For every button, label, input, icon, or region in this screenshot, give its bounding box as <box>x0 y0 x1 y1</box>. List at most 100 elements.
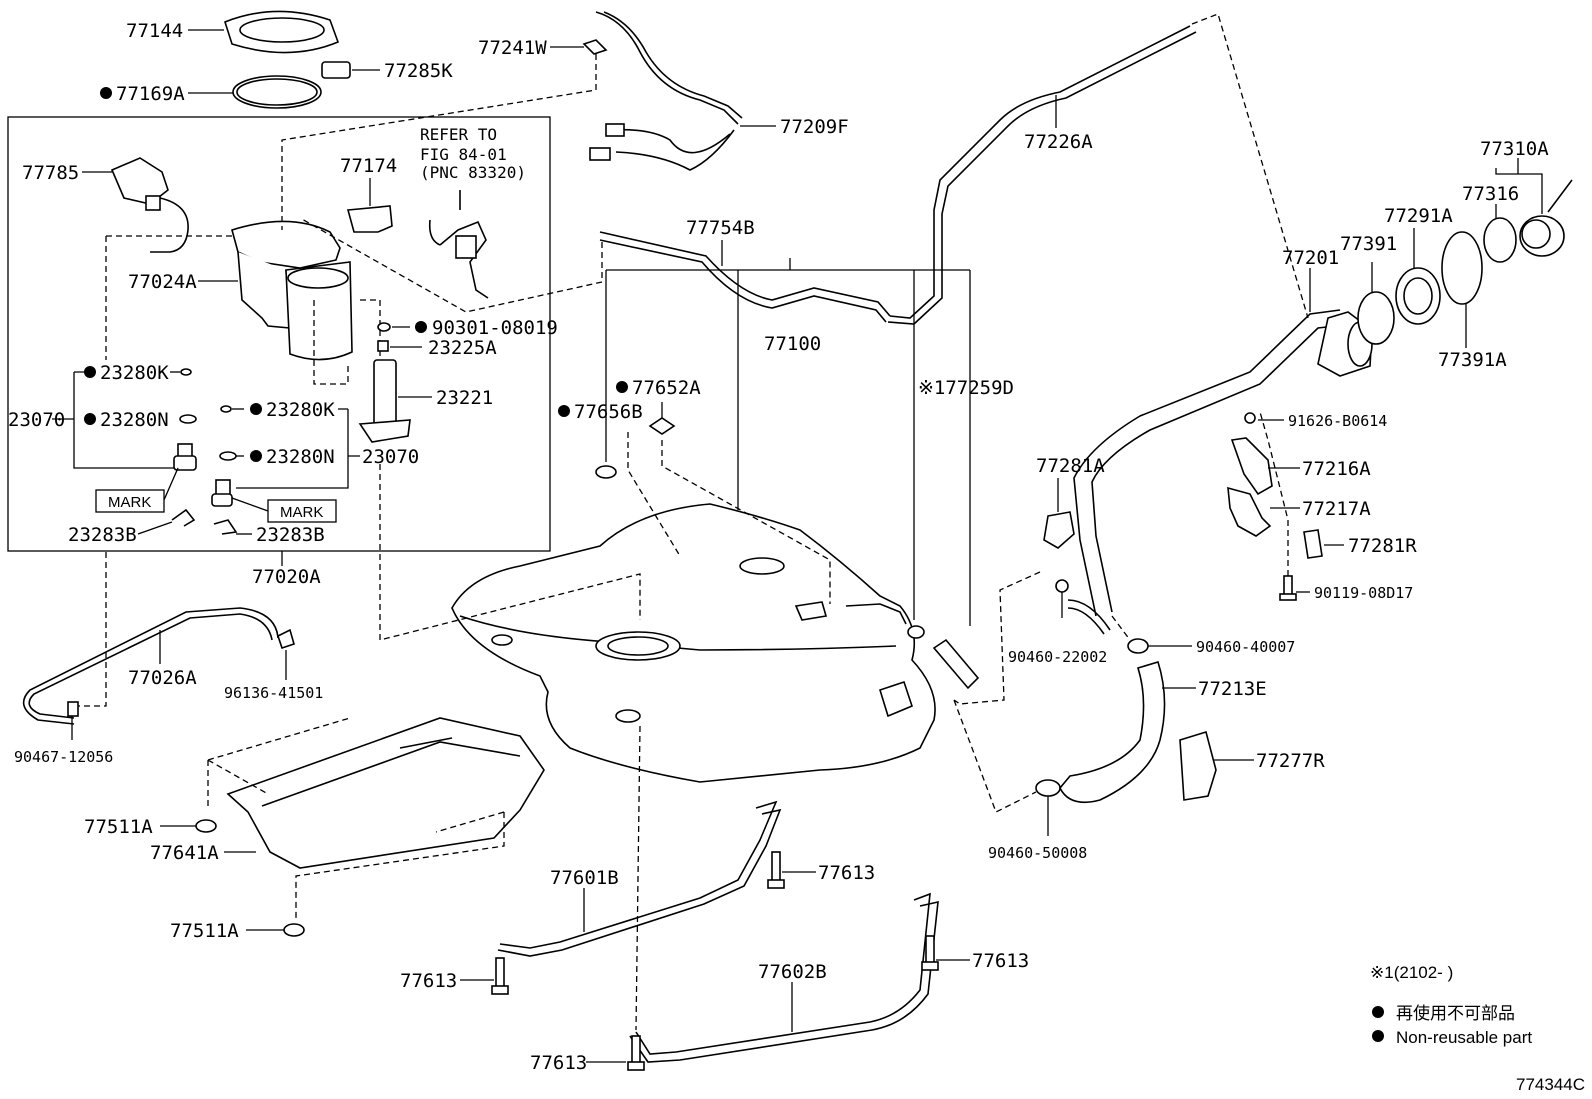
part-label-90301-08019[interactable]: 90301-08019 <box>432 317 558 339</box>
plug-77656B[interactable] <box>595 465 617 479</box>
bolt-90119-08D17[interactable] <box>1279 575 1297 601</box>
bolt-91626-B0614[interactable] <box>1244 412 1256 424</box>
part-label-77391[interactable]: 77391 <box>1340 233 1397 255</box>
part-label-90460-50008[interactable]: 90460-50008 <box>988 844 1087 862</box>
gasket-77652A[interactable] <box>648 417 676 435</box>
part-label-77613-b[interactable]: 77613 <box>400 970 457 992</box>
sender-gauge-77785[interactable] <box>110 157 189 253</box>
clip-77511A-bottom[interactable] <box>283 923 305 937</box>
part-label-96136-41501[interactable]: 96136-41501 <box>224 684 323 702</box>
part-label-77754B[interactable]: 77754B <box>686 217 755 239</box>
fuel-filter-23225A[interactable] <box>377 340 389 352</box>
bolt-77613-d[interactable] <box>627 1035 645 1071</box>
part-label-77217A[interactable]: 77217A <box>1302 498 1371 520</box>
part-label-23280N-left[interactable]: 23280N <box>100 409 169 431</box>
fuel-sender-unit-ref[interactable] <box>428 190 489 299</box>
part-label-77026A[interactable]: 77026A <box>128 667 197 689</box>
fuel-tube-77209F[interactable] <box>589 11 743 171</box>
part-label-77291A[interactable]: 77291A <box>1384 205 1453 227</box>
part-label-77174[interactable]: 77174 <box>340 155 397 177</box>
bolt-77613-a[interactable] <box>767 851 785 889</box>
part-label-90460-40007[interactable]: 90460-40007 <box>1196 638 1295 656</box>
part-label-77020A[interactable]: 77020A <box>252 566 321 588</box>
vent-tube-77754B[interactable] <box>599 231 891 323</box>
part-label-77216A[interactable]: 77216A <box>1302 458 1371 480</box>
breather-tube-77226A[interactable] <box>887 25 1197 325</box>
bolt-77613-c[interactable] <box>921 935 939 971</box>
part-label-77601B[interactable]: 77601B <box>550 867 619 889</box>
fuel-cap-77310A[interactable] <box>1519 179 1573 257</box>
part-label-77169A[interactable]: 77169A <box>116 83 185 105</box>
clip-23283B-left[interactable] <box>171 508 196 527</box>
gasket-77391A[interactable] <box>1441 231 1483 305</box>
part-label-77652A[interactable]: 77652A <box>632 377 701 399</box>
clip-23283B-right[interactable] <box>213 519 238 535</box>
gasket-77391[interactable] <box>1357 291 1395 345</box>
protector-77277R[interactable] <box>1179 730 1217 801</box>
part-label-77226A[interactable]: 77226A <box>1024 131 1093 153</box>
gasket-77169A[interactable] <box>232 75 322 109</box>
part-label-77602B[interactable]: 77602B <box>758 961 827 983</box>
part-label-77100[interactable]: 77100 <box>764 333 821 355</box>
tank-band-77602B[interactable] <box>629 892 939 1063</box>
part-label-23280K-left[interactable]: 23280K <box>100 362 169 384</box>
part-label-77310A[interactable]: 77310A <box>1480 138 1549 160</box>
part-label-77316[interactable]: 77316 <box>1462 183 1519 205</box>
clip-90467-12056[interactable] <box>67 701 79 717</box>
part-label-90467-12056[interactable]: 90467-12056 <box>14 748 113 766</box>
part-label-77277R[interactable]: 77277R <box>1256 750 1325 772</box>
clamp-90460-40007[interactable] <box>1127 638 1149 654</box>
part-label-77613-c[interactable]: 77613 <box>972 950 1029 972</box>
o-ring-90301-08019[interactable] <box>377 322 391 332</box>
part-label-77144[interactable]: 77144 <box>126 20 183 42</box>
part-label-77209F[interactable]: 77209F <box>780 116 849 138</box>
part-label-77391A[interactable]: 77391A <box>1438 349 1507 371</box>
clip-77511A-top[interactable] <box>195 819 217 833</box>
ring-77316[interactable] <box>1483 217 1517 263</box>
part-label-77613-d[interactable]: 77613 <box>530 1052 587 1074</box>
o-ring-23280N-left[interactable] <box>179 414 197 424</box>
o-ring-23280K-left[interactable] <box>180 368 192 376</box>
part-label-77656B[interactable]: 77656B <box>574 401 643 423</box>
fuel-suction-plate-77174[interactable] <box>346 205 393 233</box>
part-label-90460-22002[interactable]: 90460-22002 <box>1008 648 1107 666</box>
part-label-23070-left[interactable]: 23070 <box>8 409 65 431</box>
bezel-77291A[interactable] <box>1395 267 1441 325</box>
part-label-23225A[interactable]: 23225A <box>428 337 497 359</box>
clip-77281R[interactable] <box>1303 529 1323 559</box>
part-label-77511A-bottom[interactable]: 77511A <box>170 920 239 942</box>
part-label-90119-08D17[interactable]: 90119-08D17 <box>1314 584 1413 602</box>
fuel-tube-77026A[interactable] <box>22 607 279 725</box>
part-label-77213E[interactable]: 77213E <box>1198 678 1267 700</box>
protector-77641A[interactable] <box>226 717 545 869</box>
part-label-77641A[interactable]: 77641A <box>150 842 219 864</box>
o-ring-23280N-right[interactable] <box>219 451 237 461</box>
clamp-90460-22002[interactable] <box>1055 579 1069 593</box>
part-label-23280K-right[interactable]: 23280K <box>266 399 335 421</box>
part-label-23283B-right[interactable]: 23283B <box>256 524 325 546</box>
clamp-on-tank[interactable] <box>907 625 925 639</box>
part-label-77281A[interactable]: 77281A <box>1036 455 1105 477</box>
part-label-77024A[interactable]: 77024A <box>128 271 197 293</box>
clamp-90460-50008[interactable] <box>1035 779 1061 797</box>
fuel-tank-77100[interactable] <box>451 503 936 783</box>
connector-77285K[interactable] <box>321 61 351 79</box>
part-label-77511A-top[interactable]: 77511A <box>84 816 153 838</box>
part-label-23283B-left[interactable]: 23283B <box>68 524 137 546</box>
part-label-77241W[interactable]: 77241W <box>478 37 547 59</box>
bolt-77613-b[interactable] <box>491 957 509 995</box>
part-label-77613-a[interactable]: 77613 <box>818 862 875 884</box>
clamp-96136-41501[interactable] <box>277 628 295 650</box>
check-valve-23070-left[interactable] <box>173 443 197 471</box>
part-label-77259D[interactable]: ※177259D <box>918 377 1014 399</box>
part-label-23070-right[interactable]: 23070 <box>362 446 419 468</box>
bracket-77216A[interactable] <box>1230 437 1273 496</box>
bracket-77217A[interactable] <box>1227 486 1272 537</box>
clamp-77241W[interactable] <box>582 39 608 55</box>
breather-hose[interactable] <box>1067 599 1111 635</box>
tank-band-77601B[interactable] <box>497 800 782 957</box>
o-ring-23280K-right[interactable] <box>220 405 232 413</box>
filler-hose-77213E[interactable] <box>1059 661 1166 804</box>
part-label-77281R[interactable]: 77281R <box>1348 535 1417 557</box>
fuel-pump-23221[interactable] <box>358 359 411 443</box>
